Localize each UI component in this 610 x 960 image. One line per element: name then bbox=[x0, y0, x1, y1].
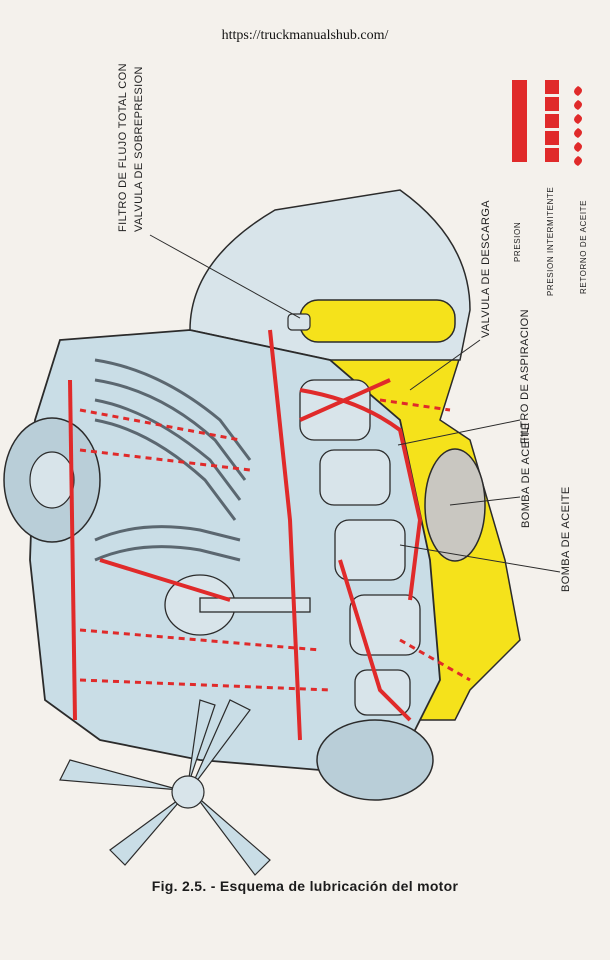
legend bbox=[512, 80, 582, 166]
oil-intermittent-circuit bbox=[79, 398, 471, 692]
crank-pulley bbox=[316, 719, 434, 801]
cooling-fan bbox=[59, 699, 271, 876]
callout-oil-pump: BOMBA DE ACEITE bbox=[520, 422, 532, 528]
source-url: https://truckmanualshub.com/ bbox=[221, 28, 389, 43]
callout-leaders bbox=[149, 234, 561, 573]
callout-filter-line1: FILTRO DE FLUJO TOTAL CON bbox=[117, 63, 129, 232]
injector-lines bbox=[94, 358, 252, 562]
full-flow-filter bbox=[287, 299, 456, 343]
legend-pressure-label: PRESION bbox=[513, 221, 522, 262]
suction-strainer bbox=[424, 448, 486, 562]
figure-caption: Fig. 2.5. - Esquema de lubricación del m… bbox=[151, 878, 459, 894]
legend-intermittent-symbol bbox=[545, 80, 559, 162]
callout-discharge-valve: VALVULA DE DESCARGA bbox=[480, 199, 492, 338]
piston bbox=[164, 574, 311, 636]
front-pulley-hub bbox=[29, 451, 75, 509]
legend-return-label: RETORNO DE ACEITE bbox=[579, 199, 588, 294]
legend-intermittent-label: PRESION INTERMITENTE bbox=[546, 186, 555, 296]
legend-pressure-symbol bbox=[512, 80, 527, 162]
callout-oil-pump-2: BOMBA DE ACEITE bbox=[560, 486, 572, 592]
callout-filter-line2: VALVULA DE SOBREPRESION bbox=[133, 66, 145, 232]
legend-return-symbol bbox=[574, 86, 582, 166]
oil-pressure-circuit bbox=[68, 329, 423, 741]
